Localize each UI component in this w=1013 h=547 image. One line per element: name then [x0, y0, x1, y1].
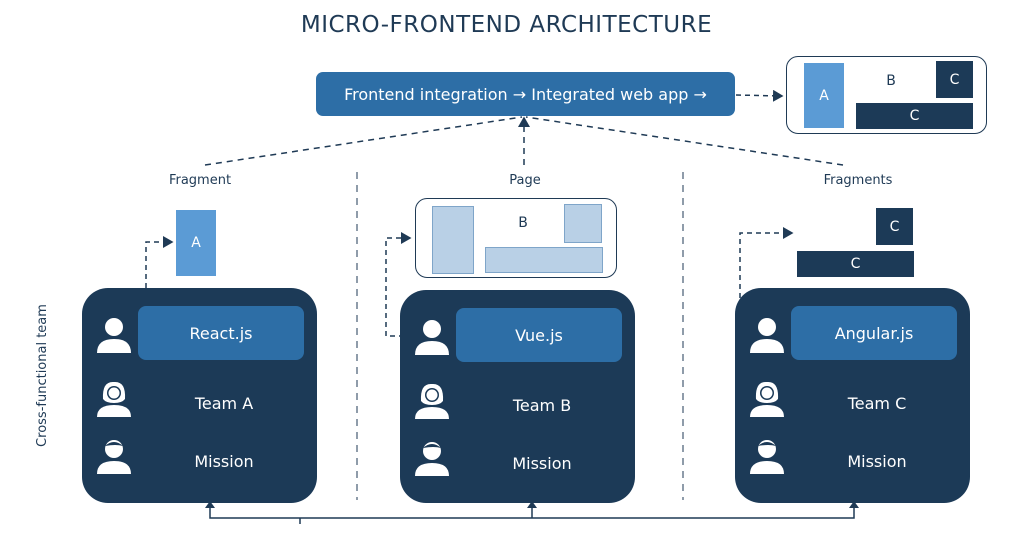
person-icon — [747, 315, 787, 355]
dashed-arrow-team-a — [145, 236, 174, 288]
column-label-page: Page — [509, 173, 541, 188]
tech-react: React.js — [138, 306, 304, 360]
tech-vue: Vue.js — [456, 308, 622, 362]
app-block-a: A — [804, 63, 844, 128]
app-block-c-wide: C — [856, 103, 973, 129]
team-name-a: Team A — [194, 394, 254, 413]
person-female-icon — [412, 381, 452, 421]
column-label-fragment: Fragment — [168, 173, 232, 188]
team-card-c: Angular.js Team C Mission — [735, 288, 970, 503]
tech-angular: Angular.js — [791, 306, 957, 360]
cross-functional-team-label: Cross-functional team — [34, 303, 50, 447]
app-block-c-small: C — [936, 61, 973, 98]
fragment-a: A — [176, 210, 216, 276]
team-card-b: Vue.js Team B Mission — [400, 290, 635, 503]
fragment-c-small: C — [876, 208, 913, 245]
app-block-b: B — [886, 73, 896, 89]
frontend-integration-box: Frontend integration → Integrated web ap… — [316, 72, 735, 116]
mission-b: Mission — [512, 454, 572, 473]
diagram-title: MICRO-FRONTEND ARCHITECTURE — [300, 12, 713, 38]
person-male-icon — [747, 436, 787, 476]
dashed-line-fragments — [525, 116, 844, 166]
dashed-arrow-team-b — [385, 232, 412, 337]
person-icon — [94, 315, 134, 355]
team-name-c: Team C — [847, 394, 907, 413]
team-card-a: React.js Team A Mission — [82, 288, 317, 503]
team-name-b: Team B — [512, 396, 572, 415]
dashed-line-fragment — [204, 116, 523, 166]
person-icon — [412, 317, 452, 357]
mission-a: Mission — [194, 452, 254, 471]
person-male-icon — [412, 438, 452, 478]
dashed-arrow-to-app — [735, 89, 784, 102]
fragment-c-wide: C — [797, 251, 914, 277]
page-preview: B — [415, 198, 617, 278]
dashed-arrow-team-c — [739, 227, 794, 298]
person-female-icon — [94, 379, 134, 419]
person-male-icon — [94, 436, 134, 476]
person-female-icon — [747, 379, 787, 419]
page-block-b: B — [518, 215, 528, 231]
mission-c: Mission — [847, 452, 907, 471]
column-label-fragments: Fragments — [823, 173, 893, 188]
integrated-app-preview: A B C C — [786, 56, 987, 134]
